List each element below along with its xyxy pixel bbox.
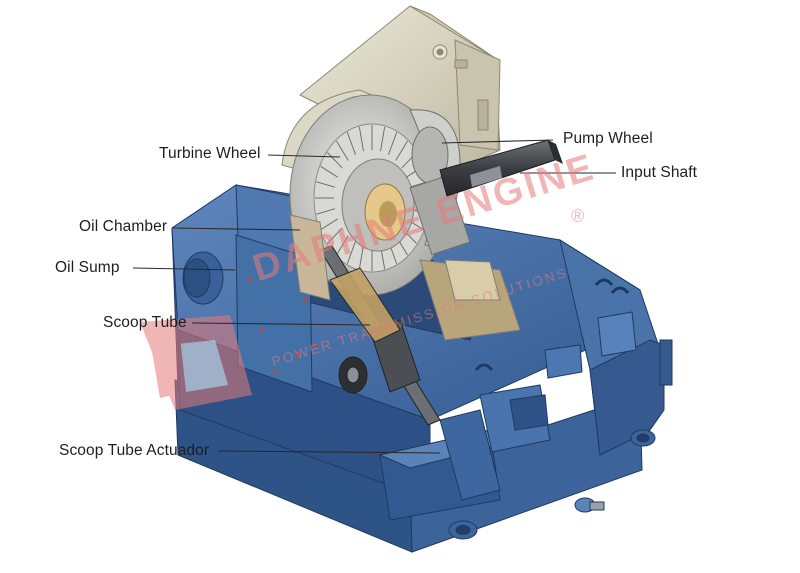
label-oil-sump: Oil Sump xyxy=(55,259,120,276)
oil-chamber-art xyxy=(289,214,521,341)
watermark-registered-mark: ® xyxy=(571,206,585,226)
label-scoop-tube-actuator: Scoop Tube Actuador xyxy=(59,442,210,459)
turbine-blade xyxy=(336,235,349,256)
turbine-blade xyxy=(388,132,398,155)
leader-lines xyxy=(132,139,616,454)
turbine-blade xyxy=(320,165,339,178)
pump-wheel-art xyxy=(409,109,471,256)
scoop-tube-art xyxy=(319,245,441,426)
turbine-blade xyxy=(327,152,343,169)
label-oil-chamber: Oil Chamber xyxy=(79,218,168,235)
turbine-blade xyxy=(358,244,365,270)
turbine-blade xyxy=(379,126,386,152)
label-turbine-wheel: Turbine Wheel xyxy=(159,145,261,162)
label-pump-wheel: Pump Wheel xyxy=(563,130,653,147)
turbine-blade xyxy=(358,126,365,152)
turbine-blade xyxy=(395,140,408,161)
turbine-wheel-art xyxy=(289,94,451,296)
turbine-blade xyxy=(316,181,336,188)
input-shaft-art xyxy=(439,139,563,197)
turbine-blade xyxy=(346,132,356,155)
watermark-logo xyxy=(140,315,252,410)
turbine-blade xyxy=(327,227,343,244)
turbine-blade xyxy=(408,181,428,188)
turbine-blade xyxy=(346,241,356,264)
turbine-blade xyxy=(316,208,336,215)
label-scoop-tube: Scoop Tube xyxy=(103,314,187,331)
turbine-blade xyxy=(336,140,349,161)
turbine-blade xyxy=(320,218,339,231)
label-input-shaft: Input Shaft xyxy=(621,164,698,181)
